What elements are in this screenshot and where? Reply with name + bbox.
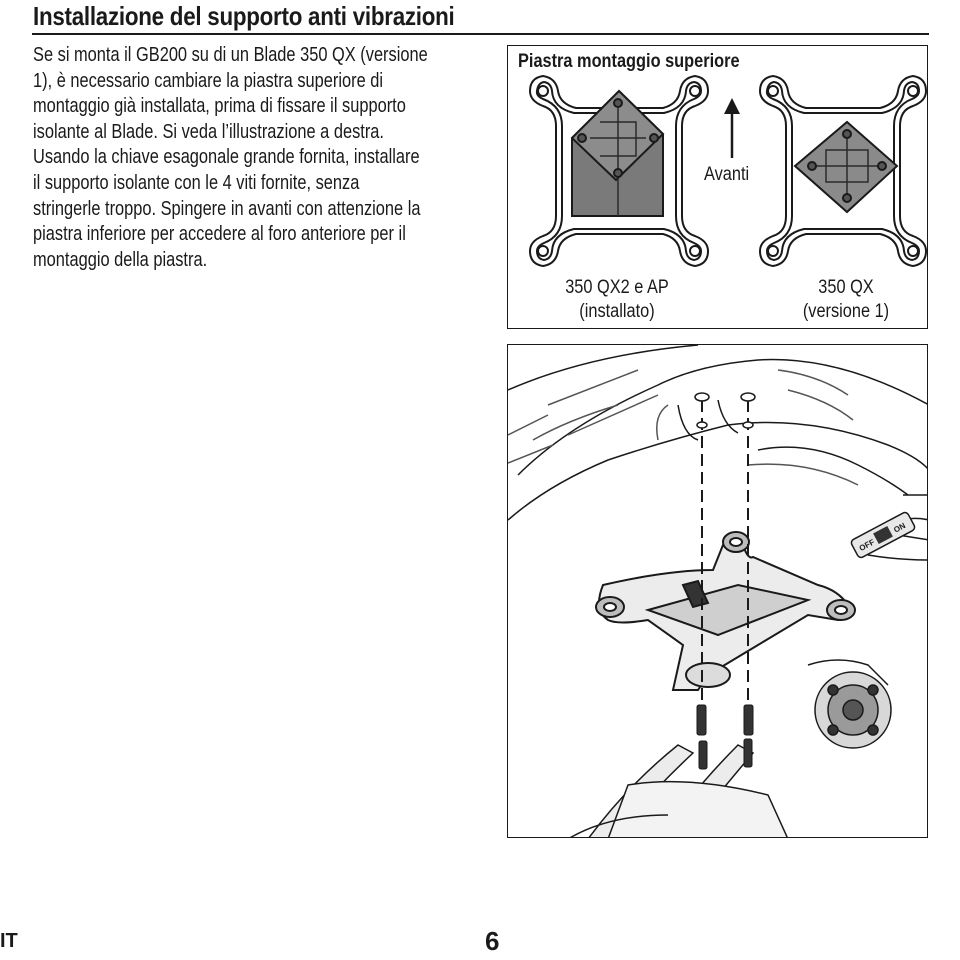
- gimbal-motor: [807, 659, 892, 749]
- page-number: 6: [485, 926, 500, 956]
- plate-figure: Piastra montaggio superiore Avanti 350 Q…: [507, 45, 928, 329]
- right-plate: [758, 74, 928, 268]
- caption-line: (versione 1): [802, 301, 890, 322]
- instruction-paragraph: Se si monta il GB200 su di un Blade 350 …: [33, 42, 481, 272]
- paragraph-line: piastra inferiore per accedere al foro a…: [33, 222, 406, 246]
- forward-arrow-icon: [724, 98, 740, 158]
- assembly-figure: OFF ON: [507, 344, 928, 838]
- paragraph-line: il supporto isolante con le 4 viti forni…: [33, 170, 360, 194]
- paragraph-line: isolante al Blade. Si veda l’illustrazio…: [33, 119, 384, 143]
- landing-gear: [570, 744, 788, 837]
- paragraph-line: montaggio già installata, prima di fissa…: [33, 94, 406, 118]
- left-isolator-square: [570, 89, 665, 217]
- paragraph-line: montaggio della piastra.: [33, 247, 208, 271]
- paragraph-line: 1), è necessario cambiare la piastra sup…: [33, 68, 384, 92]
- right-isolator-diamond: [793, 120, 899, 214]
- mount-holes: [694, 392, 756, 429]
- caption-line: 350 QX: [818, 277, 874, 298]
- page-title: Installazione del supporto anti vibrazio…: [33, 1, 455, 31]
- screws: [696, 704, 754, 770]
- paragraph-line: Se si monta il GB200 su di un Blade 350 …: [33, 43, 428, 66]
- paragraph-line: Usando la chiave esagonale grande fornit…: [33, 145, 420, 169]
- caption-line: 350 QX2 e AP: [565, 277, 669, 298]
- language-code: IT: [0, 930, 18, 952]
- left-plate-caption: 350 QX2 e AP (installato): [542, 276, 692, 324]
- vibration-isolator-mount: [595, 531, 856, 691]
- plate-illustration: [528, 74, 928, 268]
- right-plate-caption: 350 QX (versione 1): [771, 276, 921, 324]
- assembly-illustration: OFF ON: [508, 345, 927, 837]
- title-rule: [32, 33, 929, 35]
- drone-body: [508, 345, 927, 561]
- power-switch: OFF ON: [850, 511, 916, 559]
- left-plate: [528, 74, 710, 268]
- screw-guide-lines: [701, 400, 749, 715]
- forward-label: Avanti: [704, 164, 750, 185]
- caption-line: (installato): [579, 301, 655, 322]
- paragraph-line: stringerle troppo. Spingere in avanti co…: [33, 196, 421, 220]
- plate-figure-title: Piastra montaggio superiore: [518, 51, 740, 72]
